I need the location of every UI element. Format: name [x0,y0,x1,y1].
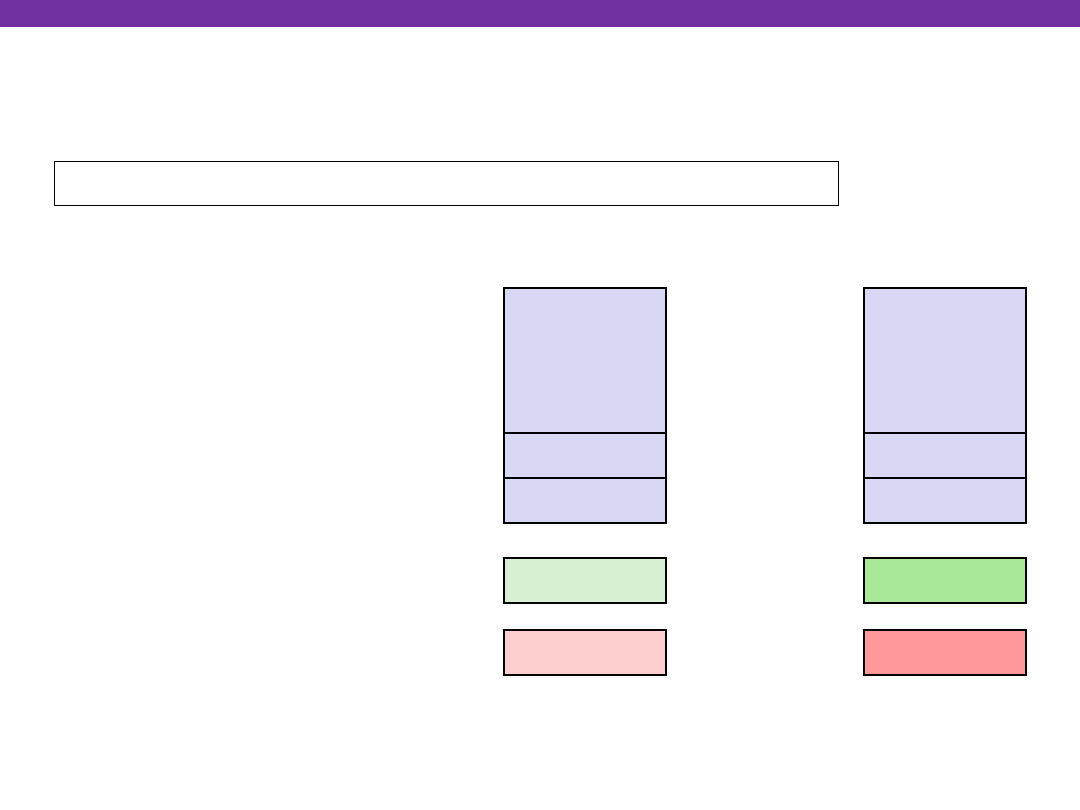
left-stack [503,287,667,524]
text-box [54,161,839,206]
left-red-block [503,629,667,676]
title-bar [0,0,1080,27]
left-stack-segment-1 [505,289,665,432]
left-green-block [503,557,667,604]
left-stack-segment-2 [505,432,665,477]
right-red-block [863,629,1027,676]
right-stack-segment-3 [865,477,1025,522]
right-stack-segment-1 [865,289,1025,432]
right-stack [863,287,1027,524]
right-green-block [863,557,1027,604]
right-stack-segment-2 [865,432,1025,477]
left-stack-segment-3 [505,477,665,522]
